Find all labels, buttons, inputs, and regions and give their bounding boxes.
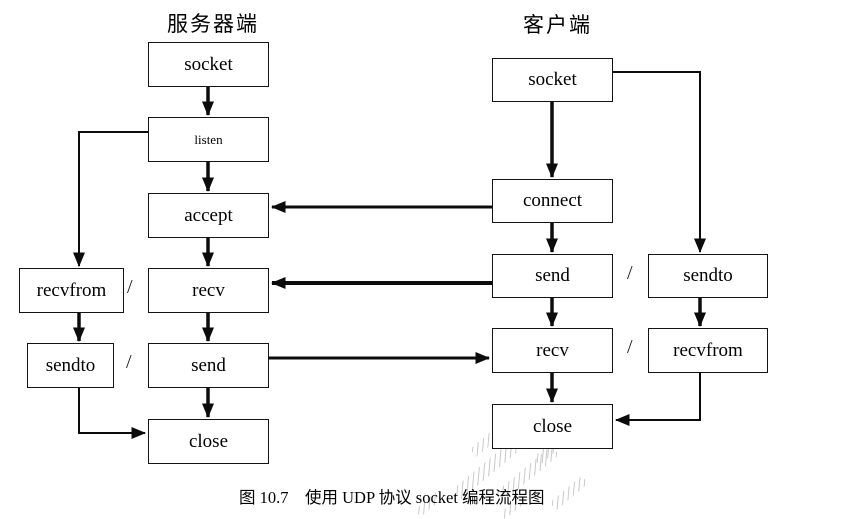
node-server-recvfrom: recvfrom: [19, 268, 124, 313]
node-server-sendto: sendto: [27, 343, 114, 388]
node-client-connect: connect: [492, 179, 613, 223]
column-header-server: 服务器端: [167, 12, 259, 36]
node-server-listen: listen: [148, 117, 269, 162]
node-client-recvfrom: recvfrom: [648, 328, 768, 373]
arrow-socket-branch-to-sendto: [613, 71, 706, 253]
alternative-slash-2: /: [126, 351, 132, 373]
alternative-slash-1: /: [127, 276, 133, 298]
node-client-close: close: [492, 404, 613, 449]
column-header-client: 客户端: [523, 13, 592, 37]
node-client-sendto: sendto: [648, 254, 768, 298]
node-server-close: close: [148, 419, 269, 464]
node-server-send: send: [148, 343, 269, 388]
node-client-recv: recv: [492, 328, 613, 373]
node-client-socket: socket: [492, 58, 613, 102]
alternative-slash-4: /: [627, 336, 633, 358]
arrow-listen-branch-to-recvfrom: [73, 131, 148, 267]
arrow-recvfrom-to-close-right: [615, 373, 701, 426]
node-server-accept: accept: [148, 193, 269, 238]
arrow-sendto-to-close: [78, 388, 146, 439]
node-client-send: send: [492, 254, 613, 298]
alternative-slash-3: /: [627, 262, 633, 284]
node-server-socket: socket: [148, 42, 269, 87]
node-server-recv: recv: [148, 268, 269, 313]
figure-caption: 图 10.7 使用 UDP 协议 socket 编程流程图: [239, 488, 545, 507]
